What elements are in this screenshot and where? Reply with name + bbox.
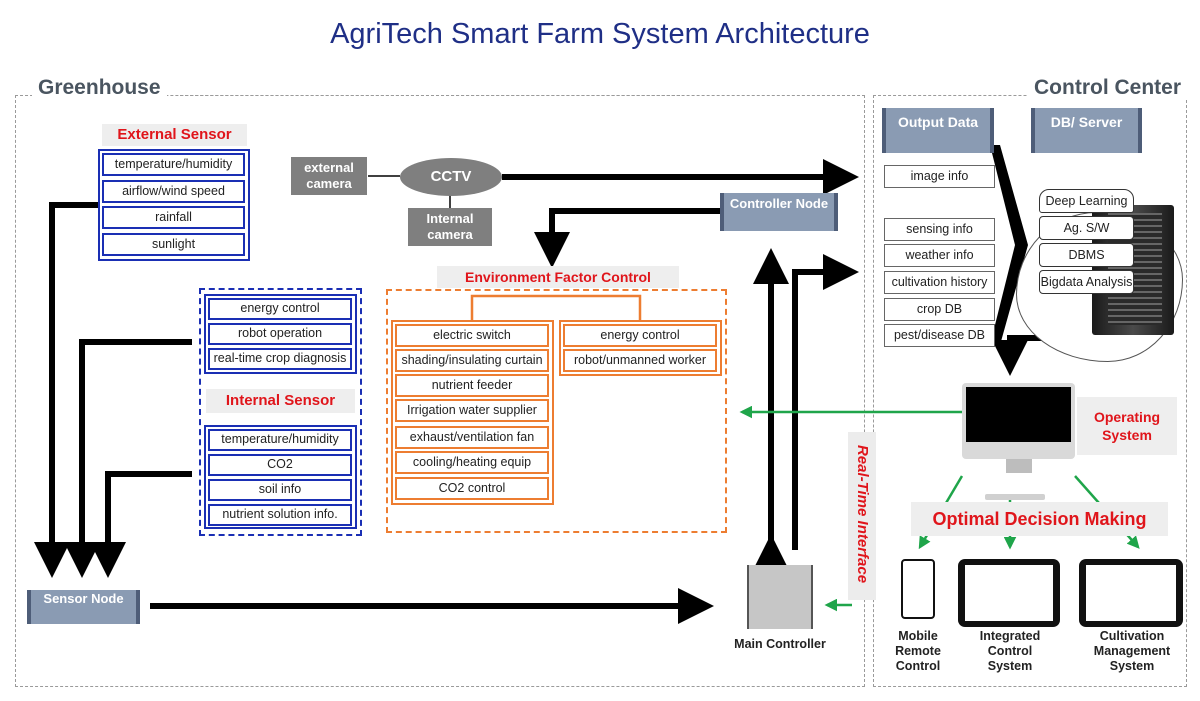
output-item: pest/disease DB [884,324,995,347]
integrated-control-tablet-icon [958,559,1060,627]
env-right-item: energy control [563,324,717,347]
cultivation-tablet-icon [1079,559,1183,627]
output-data-header: Output Data [882,108,994,153]
greenhouse-label: Greenhouse [32,76,167,100]
external-sensor-header: External Sensor [102,124,247,146]
tablet-screen [965,565,1053,621]
env-right-box: energy control robot/unmanned worker [559,320,722,376]
db-server-header: DB/ Server [1031,108,1142,153]
env-left-item: cooling/heating equip [395,451,549,474]
db-stack-item: DBMS [1039,243,1134,267]
tablet-screen [1086,565,1176,621]
output-item: sensing info [884,218,995,241]
env-brace [470,294,642,320]
monitor-screen [966,387,1071,442]
cctv-ellipse: CCTV [400,158,502,196]
env-left-item: nutrient feeder [395,374,549,397]
env-right-item: robot/unmanned worker [563,349,717,372]
control-list-box: energy control robot operation real-time… [204,294,357,374]
internal-sensor-box: temperature/humidity CO2 soil info nutri… [204,425,357,529]
monitor-stand [1006,459,1032,473]
diagram-title: AgriTech Smart Farm System Architecture [330,18,870,50]
external-camera: external camera [291,157,367,195]
top-dashed-line [180,95,680,96]
node-to-env-line [534,208,720,268]
main-controller-label: Main Controller [734,637,826,651]
output-item: weather info [884,244,995,267]
int-sensor-line [90,471,192,578]
external-sensor-item: rainfall [102,206,245,229]
control-list-item: energy control [208,298,352,320]
control-sensor-panel: energy control robot operation real-time… [199,288,362,536]
output-item: cultivation history [884,271,995,294]
keyboard-icon [985,494,1045,500]
internal-sensor-item: soil info [208,479,352,501]
ctrl-list-line [64,339,192,578]
optimal-decision-label: Optimal Decision Making [911,502,1168,536]
internal-sensor-header: Internal Sensor [206,389,355,413]
env-control-region [386,289,727,533]
db-stack-item: Ag. S/W [1039,216,1134,240]
output-item: crop DB [884,298,995,321]
env-left-item: electric switch [395,324,549,347]
internal-camera: Internal camera [408,208,492,246]
external-sensor-item: airflow/wind speed [102,180,245,203]
env-left-item: Irrigation water supplier [395,399,549,422]
db-stack-item: Bigdata Analysis [1039,270,1134,294]
device-label-cultivation: Cultivation Management System [1093,629,1171,673]
controller-node: Controller Node [720,193,838,231]
control-center-label: Control Center [1028,76,1187,100]
ext-sensor-line [34,202,100,578]
control-list-item: real-time crop diagnosis [208,348,352,370]
env-left-box: electric switch shading/insulating curta… [391,320,554,505]
sensor-node: Sensor Node [27,590,140,624]
device-label-mobile: Mobile Remote Control [895,629,941,673]
control-list-item: robot operation [208,323,352,345]
env-control-header: Environment Factor Control [437,266,679,288]
device-label-integrated: Integrated Control System [979,629,1041,673]
internal-sensor-item: temperature/humidity [208,429,352,451]
output-item: image info [884,165,995,188]
env-left-item: exhaust/ventilation fan [395,426,549,449]
env-left-item: shading/insulating curtain [395,349,549,372]
db-stack-item: Deep Learning [1039,189,1134,213]
external-sensor-box: temperature/humidity airflow/wind speed … [98,149,250,261]
env-left-item: CO2 control [395,477,549,500]
output-to-db-chevron [990,145,1028,345]
real-time-interface-bar [848,432,876,600]
external-sensor-item: sunlight [102,233,245,256]
mobile-device-icon [901,559,935,619]
internal-sensor-item: nutrient solution info. [208,504,352,526]
monitor-icon [962,383,1075,473]
internal-sensor-item: CO2 [208,454,352,476]
main-controller-box [747,565,813,629]
operating-system-label: Operating System [1077,397,1177,455]
external-sensor-item: temperature/humidity [102,153,245,176]
real-time-interface-label: Real-Time Interface [854,444,871,584]
main-to-output-line [792,254,859,550]
